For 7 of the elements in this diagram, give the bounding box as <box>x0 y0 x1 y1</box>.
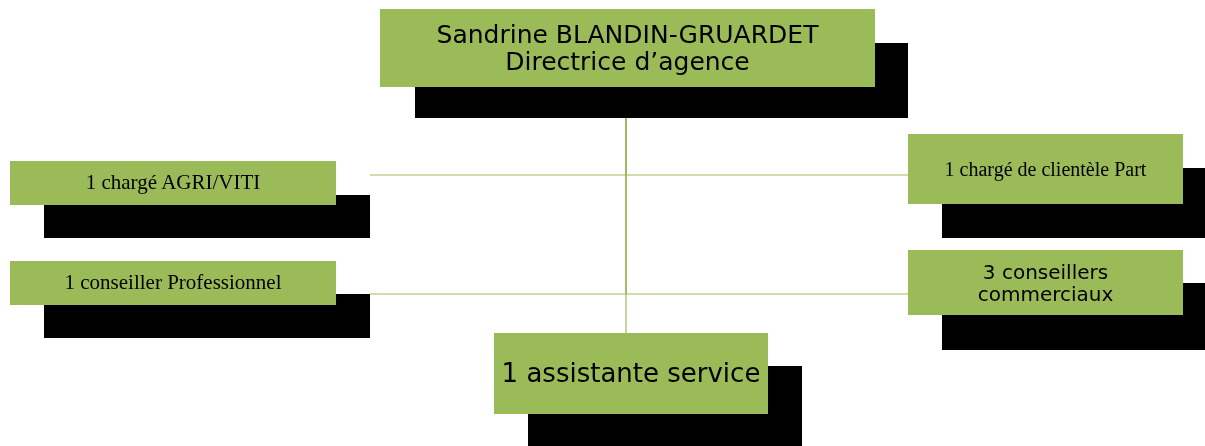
position-label: 1 conseiller Professionnel <box>64 271 282 295</box>
position-label: 3 conseillers commerciaux <box>976 260 1115 305</box>
position-label: 1 assistante service <box>501 359 761 388</box>
position-label: 1 chargé AGRI/VITI <box>85 171 261 195</box>
position-label: Sandrine BLANDIN-GRUARDET Directrice d’agence <box>435 20 820 76</box>
position-label: 1 chargé de clientèle Part <box>944 158 1147 180</box>
connector-line <box>625 117 627 334</box>
